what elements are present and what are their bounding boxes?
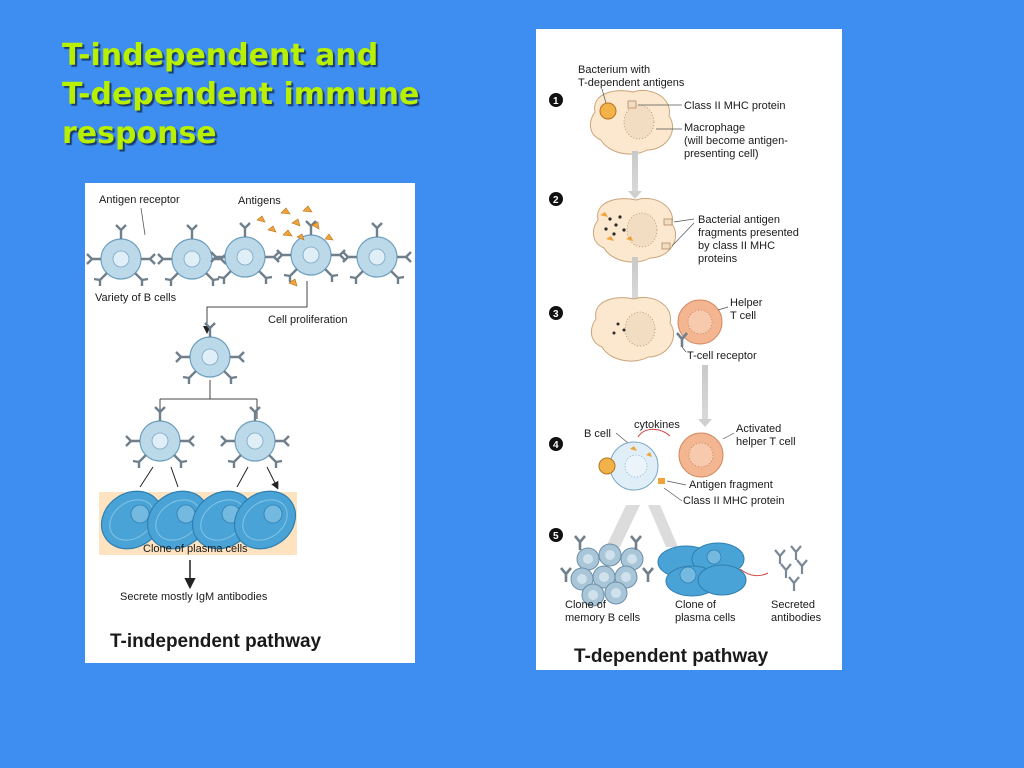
step-markers: 1 2 3 4 5 [549,93,563,542]
secretion-arrow [739,568,769,577]
antigen-fragment-icon [658,478,665,484]
plasma-label-1: Clone of [675,599,717,611]
t-dependent-diagram: 1 2 3 4 5 Bacterium with T-dependent ant… [549,64,822,667]
slide-title: T-independent and T-dependent immune res… [62,36,482,153]
mhc-protein-icon [627,100,637,109]
b-cell-label: B cell [584,428,611,440]
presented-mhc-1 [663,218,673,226]
t-independent-diagram: Antigen receptor Antigens Variety of B c… [85,194,413,652]
t-independent-caption: T-independent pathway [110,631,322,652]
differentiation-arrows [139,466,277,487]
mhc2-label: Class II MHC protein [683,495,784,507]
plasma-label-2: plasma cells [675,612,736,624]
memory-label-2: memory B cells [565,612,641,624]
variety-label: Variety of B cells [95,292,177,304]
macrophage-label-1: Macrophage [684,122,745,134]
antigen-receptor-label: Antigen receptor [99,194,180,206]
b-cell-5 [341,221,413,286]
macrophage-label-2: (will become antigen- [684,135,788,147]
b-cell-4-selected [275,219,347,284]
antigen-cluster [256,205,334,287]
t-independent-figure: Antigen receptor Antigens Variety of B c… [85,183,415,663]
macrophage-label-3: presenting cell) [684,148,759,160]
secrete-label: Secrete mostly IgM antibodies [120,591,268,603]
svg-text:3: 3 [553,309,559,320]
bacterium-icon [599,102,617,120]
bacterium-bound-icon [598,457,616,475]
svg-text:5: 5 [553,531,559,542]
mhc-label: Class II MHC protein [684,100,785,112]
flow-arrow-plasma [648,505,678,547]
b-cell-activated [174,321,246,386]
helper-label-1: Helper [730,297,763,309]
title-line-1: T-independent and [62,38,379,73]
split-lines [159,380,258,419]
bacterium-leader-line [601,88,607,104]
secreted-label-2: antibodies [771,612,822,624]
antigen-fragment-label: Antigen fragment [689,479,773,491]
svg-text:1: 1 [553,96,559,107]
fragments-leader-lines [671,218,695,247]
flow-arrow-3-4 [702,365,708,421]
proliferation-label: Cell proliferation [268,314,347,326]
flow-arrow-memory [606,505,640,547]
clone-label: Clone of plasma cells [143,543,248,555]
macrophage-step-1 [589,89,674,155]
step-3-marker [549,306,563,320]
title-line-3: response [62,116,217,151]
fragments-label-4: proteins [698,253,738,265]
t-dependent-caption: T-dependent pathway [574,646,769,667]
plasma-cells-step-5 [657,542,747,597]
b-cell-3 [209,221,281,286]
helper-label-2: T cell [730,310,756,322]
step-5-marker [549,528,563,542]
antigen-fragments [604,215,626,236]
secreted-antibodies [773,544,809,593]
t-dependent-figure: 1 2 3 4 5 Bacterium with T-dependent ant… [536,29,842,670]
macrophage-step-3 [590,296,675,362]
fragments-label-3: by class II MHC [698,240,775,252]
tcr-label: T-cell receptor [687,350,757,362]
receptor-leader-line [140,207,146,236]
step-1-marker [549,93,563,107]
activated-label-1: Activated [736,423,781,435]
memory-b-cells [559,534,655,607]
antigens-label: Antigens [238,195,281,207]
title-line-2: T-dependent immune [62,77,420,112]
presented-mhc-2 [661,242,671,250]
svg-text:2: 2 [553,195,559,206]
flow-arrow-2-3 [632,257,638,301]
cytokines-label: cytokines [634,419,680,431]
memory-label-1: Clone of [565,599,607,611]
b-cell-daughter-1 [124,405,196,470]
bacterium-label-1: Bacterium with [578,64,650,76]
flow-arrow-1-2 [632,151,638,193]
b-cell-daughter-2 [219,405,291,470]
svg-text:4: 4 [553,440,559,451]
b-cell-variety [85,219,413,288]
activated-label-2: helper T cell [736,436,796,448]
proliferation-arrow [203,281,308,334]
step-2-marker [549,192,563,206]
fragments-label-1: Bacterial antigen [698,214,780,226]
secreted-label-1: Secreted [771,599,815,611]
bacterium-label-2: T-dependent antigens [578,77,685,89]
activated-helper-t-cell [678,432,724,478]
fragments-label-2: fragments presented [698,227,799,239]
step-4-marker [549,437,563,451]
cytokine-arrow [637,428,671,438]
